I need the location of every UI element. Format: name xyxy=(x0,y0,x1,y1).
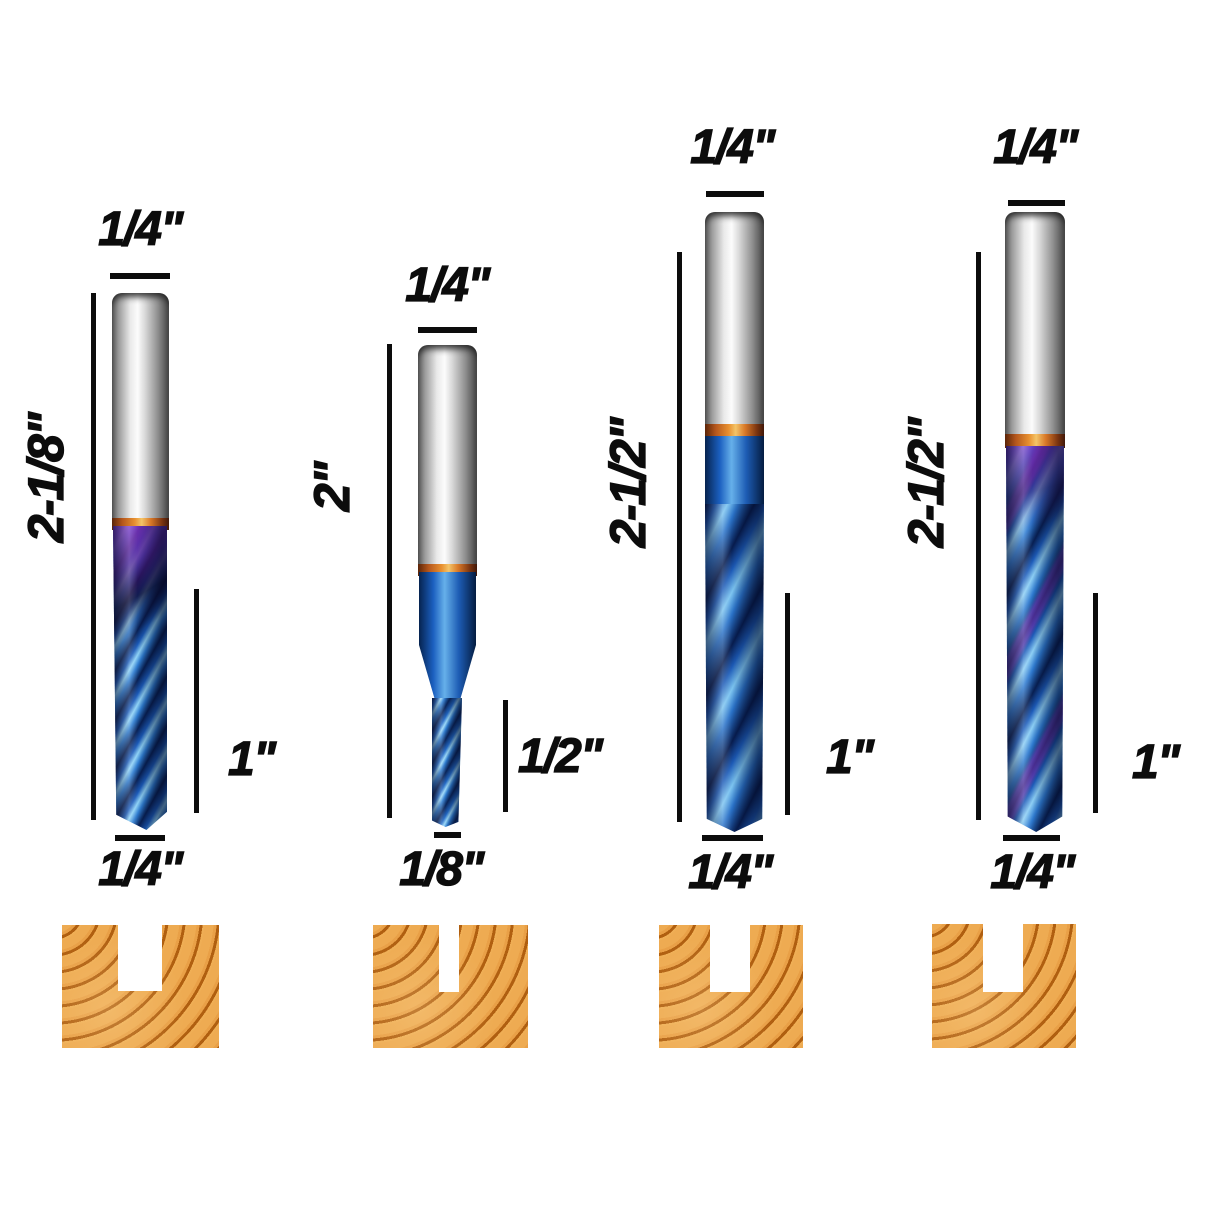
bit2-cylinder-shading xyxy=(432,698,462,827)
bit1-shank-diameter-label: 1/4" xyxy=(98,203,184,256)
bit2-taper-shoulder xyxy=(419,645,476,700)
bit3-cutting-length-label: 1" xyxy=(825,731,874,784)
bit4-shank xyxy=(1005,212,1065,442)
bit2-spiral-flute xyxy=(432,698,462,827)
bit4-shank-diameter-label: 1/4" xyxy=(993,121,1079,174)
bit1-wood-block xyxy=(62,925,219,1048)
bit4-wood-block xyxy=(932,924,1076,1048)
bit1-overall-length-line xyxy=(91,293,96,820)
bit3-blue-neck xyxy=(705,436,764,506)
bit1-wood-slot xyxy=(118,925,162,991)
bit4-shank-diameter-line xyxy=(1008,200,1065,206)
bit4-cutting-length-line xyxy=(1093,593,1098,813)
bit3-wood-block xyxy=(659,925,803,1048)
bit4-cylinder-shading xyxy=(1006,446,1064,832)
bit1-cutting-length-line xyxy=(194,589,199,813)
bit4-cutting-length-label: 1" xyxy=(1131,736,1180,789)
bit4-heat-transition-band xyxy=(1005,434,1065,448)
bit3-heat-transition-band xyxy=(705,424,764,438)
bit1-shank-diameter-line xyxy=(110,273,170,279)
bit1-cutting-length-label: 1" xyxy=(227,733,276,786)
bit3-shank xyxy=(705,212,764,430)
bit2-cutting-length-label: 1/2" xyxy=(517,730,603,783)
bit1-overall-length-label: 2-1/8" xyxy=(17,413,74,543)
bit2-overall-length-line xyxy=(387,344,392,818)
bit3-shank-diameter-label: 1/4" xyxy=(690,121,776,174)
bit4-cutting-diameter-label: 1/4" xyxy=(990,846,1076,899)
bit2-shank-diameter-line xyxy=(418,327,477,333)
bit4-wood-slot xyxy=(983,924,1023,992)
bit3-cylinder-shading xyxy=(705,504,764,832)
bit2-wood-slot xyxy=(439,925,459,992)
bit1-cylinder-shading xyxy=(113,526,167,830)
bit3-cutting-diameter-line xyxy=(702,835,763,841)
bit3-wood-slot xyxy=(710,925,750,992)
bit4-cutting-diameter-line xyxy=(1003,835,1060,841)
bit3-overall-length-label: 2-1/2" xyxy=(599,418,656,548)
bit1-cutting-diameter-line xyxy=(115,835,165,841)
bit4-spiral-flute xyxy=(1006,446,1064,832)
bit2-shank-diameter-label: 1/4" xyxy=(405,259,491,312)
bit1-spiral-flute xyxy=(113,526,167,830)
bit4-overall-length-line xyxy=(976,252,981,820)
bit3-shank-diameter-line xyxy=(706,191,764,197)
bit2-blue-collar xyxy=(419,572,476,645)
bit1-shank xyxy=(112,293,169,528)
bit2-cutting-length-line xyxy=(503,700,508,812)
bit2-overall-length-label: 2" xyxy=(303,462,360,512)
bit2-wood-block xyxy=(373,925,528,1048)
bit1-cutting-diameter-label: 1/4" xyxy=(98,843,184,896)
bit4-overall-length-label: 2-1/2" xyxy=(897,418,954,548)
bit3-overall-length-line xyxy=(677,252,682,822)
bit2-cutting-diameter-line xyxy=(434,832,461,838)
bit3-spiral-flute xyxy=(705,504,764,832)
bit2-shank xyxy=(418,345,477,571)
bit3-cutting-diameter-label: 1/4" xyxy=(688,846,774,899)
bit3-cutting-length-line xyxy=(785,593,790,815)
bit2-cutting-diameter-label: 1/8" xyxy=(399,843,485,896)
